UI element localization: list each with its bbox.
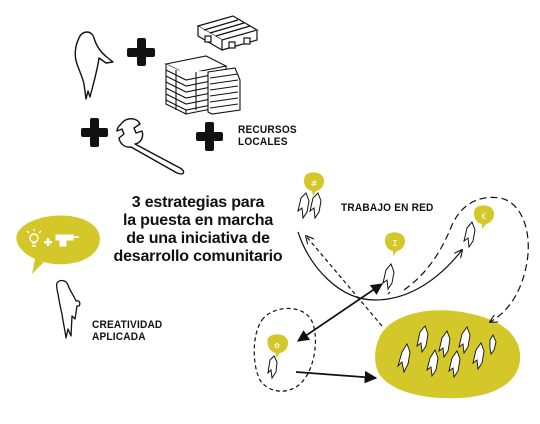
plus-icon: [127, 38, 155, 66]
strategy-label-line: RECURSOS: [238, 124, 297, 136]
pallet-icon: [196, 15, 259, 52]
strategy-label-creatividad: CREATIVIDAD APLICADA: [92, 319, 162, 344]
title-line: 3 estrategias para: [131, 194, 265, 211]
person-icon: [267, 355, 278, 380]
plus-icon: [44, 238, 52, 246]
hash-glyph: #: [311, 179, 318, 188]
dashed-group-outline: [253, 307, 317, 392]
person-icon: [297, 192, 322, 220]
title-line: desarrollo comunitario: [113, 247, 283, 265]
person-icon: [382, 263, 395, 291]
diagram-title: 3 estrategias para la puesta en marcha d…: [98, 194, 298, 266]
strategy-label-trabajo: TRABAJO EN RED: [341, 202, 434, 214]
sum-glyph: Σ: [392, 239, 397, 248]
network-arrows: [295, 196, 529, 384]
plus-icon: [196, 122, 223, 151]
euro-glyph: €: [481, 212, 486, 221]
person-icon: [397, 325, 497, 379]
drill-icon: [55, 234, 79, 247]
pallet-stack-icon: [164, 55, 241, 115]
plus-icon: [81, 118, 108, 147]
speech-bubble-icon: [16, 215, 100, 274]
speech-bubble-icon: #: [303, 172, 325, 196]
community-blob: [375, 310, 521, 399]
person-icon: [463, 221, 476, 249]
wrench-icon: [116, 118, 185, 175]
strategy-label-line: TRABAJO EN RED: [341, 202, 434, 214]
strategy-label-line: CREATIVIDAD: [92, 319, 163, 331]
person-icon: [74, 31, 114, 100]
title-line: de una iniciativa de: [126, 229, 270, 247]
title-line: la puesta en marcha: [122, 211, 274, 229]
idea-bulb-icon: [26, 229, 42, 247]
speech-bubble-icon: Σ: [384, 232, 406, 256]
speech-bubble-icon: €: [473, 205, 495, 229]
strategy-label-recursos: RECURSOS LOCALES: [238, 124, 297, 149]
strategy-label-line: APLICADA: [92, 331, 146, 344]
speech-bubble-icon: ✿: [267, 334, 289, 358]
gear-glyph: ✿: [274, 342, 280, 350]
strategy-label-line: LOCALES: [238, 136, 288, 149]
person-icon: [55, 279, 81, 339]
